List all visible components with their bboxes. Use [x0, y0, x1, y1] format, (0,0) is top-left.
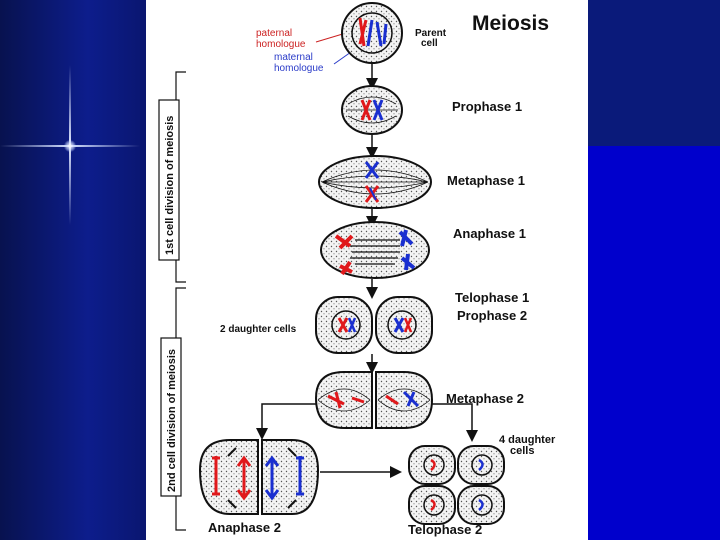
prophase1-cell [341, 85, 403, 135]
anaphase2-label: Anaphase 2 [208, 520, 281, 535]
telophase2-label: Telophase 2 [408, 522, 482, 537]
metaphase2-label: Metaphase 2 [446, 391, 524, 406]
second-division-box [160, 337, 182, 497]
maternal-label-line1: maternal [274, 52, 313, 63]
paternal-label-line2: homologue [256, 39, 306, 50]
arrow-to-telophase2 [432, 403, 478, 442]
parent-cell [341, 2, 403, 64]
second-division-label: 2nd cell division of meiosis [166, 349, 178, 492]
telophase2-cells [408, 445, 505, 525]
maternal-label-line2: homologue [274, 63, 324, 74]
arrow-to-anaphase2 [256, 403, 316, 440]
first-division-label: 1st cell division of meiosis [164, 116, 176, 255]
anaphase2-cells [198, 439, 320, 515]
four-daughter-label-line1: 4 daughter [499, 434, 556, 446]
telophase1-label: Telophase 1 [455, 290, 529, 305]
sparkle-icon [64, 140, 76, 152]
paternal-label-line1: paternal [256, 28, 292, 39]
first-division-box [158, 99, 180, 261]
two-daughter-cells-label: 2 daughter cells [220, 324, 297, 335]
telophase1-cells [315, 296, 433, 354]
metaphase1-label: Metaphase 1 [447, 173, 525, 188]
background-right [588, 0, 720, 540]
four-daughter-label-line2: cells [510, 445, 534, 457]
background-left [0, 0, 146, 540]
metaphase1-cell [318, 155, 432, 209]
parent-label-line1: Parent [415, 28, 447, 39]
anaphase1-label: Anaphase 1 [453, 226, 526, 241]
anaphase1-cell [320, 221, 430, 279]
prophase1-label: Prophase 1 [452, 99, 522, 114]
metaphase2-cells [314, 371, 434, 429]
prophase2-label: Prophase 2 [457, 308, 527, 323]
page-title: Meiosis [472, 12, 549, 35]
parent-label-line2: cell [421, 38, 438, 49]
